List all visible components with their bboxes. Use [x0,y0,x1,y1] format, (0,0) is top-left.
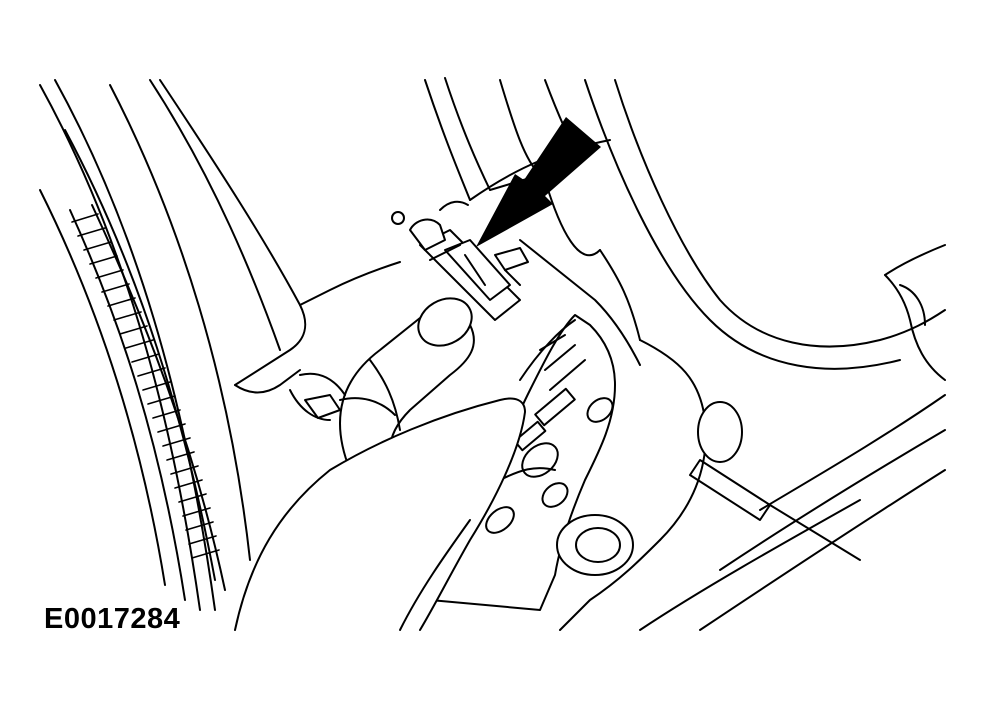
sensor-connector [391,200,529,321]
ribbed-panel-hatching [71,213,220,559]
figure-reference-code: E0017284 [44,603,181,635]
left-trim-panels [39,79,281,611]
right-body-panel [584,79,946,631]
foreground-panel [234,397,526,631]
perforated-bracket-plate [429,314,616,611]
hose-assembly [289,297,475,471]
upper-trim-block [159,79,401,394]
callout-arrow-icon [476,117,601,247]
mounting-stud [689,401,861,561]
grommet [556,514,634,576]
